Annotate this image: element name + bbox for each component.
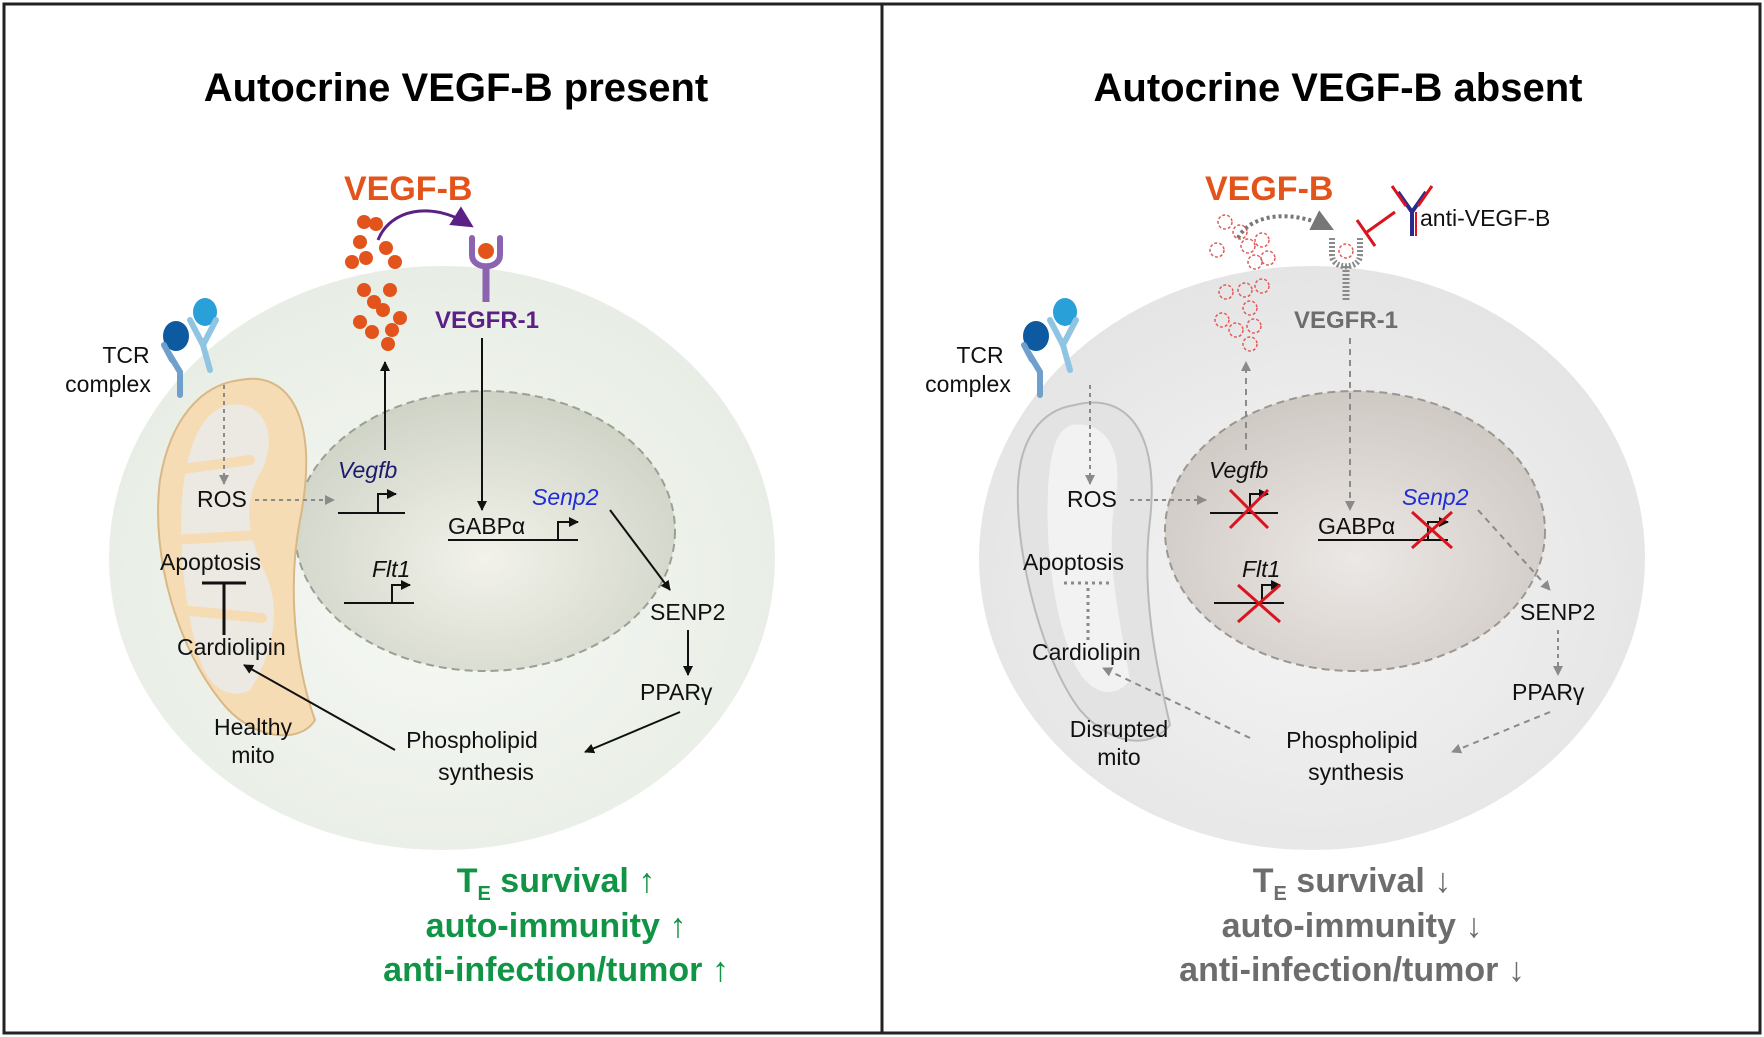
right-flt1-knockout-cross xyxy=(1237,583,1281,624)
left-vegfb-label: VEGF-B xyxy=(344,170,472,208)
right-gene-gabpa: GABPα xyxy=(1318,513,1395,539)
left-outcome-survival: TE survival ↑ xyxy=(457,862,656,905)
right-arrow-senp2-gene-protein xyxy=(1477,509,1551,591)
right-mito-label-2: mito xyxy=(1097,744,1140,770)
left-vegfb-promoter xyxy=(338,489,405,514)
right-flt1-promoter xyxy=(1214,580,1284,604)
left-tcr-label-1: TCR xyxy=(102,342,149,368)
anti-vegfb-inhibition xyxy=(1355,210,1396,247)
left-arrow-senp2-gene-protein xyxy=(609,509,671,591)
left-gene-gabpa: GABPα xyxy=(448,513,525,539)
right-tcr-label-2: complex xyxy=(925,371,1011,397)
right-outcome-infection: anti-infection/tumor ↓ xyxy=(1179,951,1525,989)
right-cardiolipin: Cardiolipin xyxy=(1032,639,1141,665)
right-phospho-2: synthesis xyxy=(1308,759,1404,785)
right-ppar: PPARγ xyxy=(1512,679,1585,705)
right-vegfb-particles-dashed xyxy=(1209,214,1276,352)
right-ros: ROS xyxy=(1067,486,1117,512)
left-gene-senp2: Senp2 xyxy=(532,484,599,510)
left-phospho-1: Phospholipid xyxy=(406,727,538,753)
left-mito-label-2: mito xyxy=(231,742,274,768)
right-arrow-ppar-phospho xyxy=(1451,711,1551,754)
right-gene-senp2: Senp2 xyxy=(1402,484,1469,510)
left-tcr-label-2: complex xyxy=(65,371,151,397)
left-ppar: PPARγ xyxy=(640,679,713,705)
right-senp2: SENP2 xyxy=(1520,599,1595,625)
right-senp2-knockout-cross xyxy=(1410,510,1454,550)
right-vegfb-secretion-arrow xyxy=(1236,210,1334,240)
panel-left: Autocrine VEGF-B present TCR complex VEG… xyxy=(65,66,775,989)
right-inhibition-cardiolipin-apoptosis xyxy=(1064,581,1112,640)
right-tcr-label-1: TCR xyxy=(956,342,1003,368)
right-mito-label-1: Disrupted xyxy=(1070,716,1168,742)
right-tcr-receptor-icon xyxy=(1021,298,1079,398)
left-cardiolipin: Cardiolipin xyxy=(177,634,286,660)
right-vegfb-knockout-cross xyxy=(1228,488,1270,530)
disrupted-mito xyxy=(1016,401,1172,742)
left-phospho-2: synthesis xyxy=(438,759,534,785)
anti-vegfb-antibody-icon xyxy=(1390,185,1434,236)
left-gene-vegfb: Vegfb xyxy=(338,457,397,483)
left-vegfb-secretion-arrow xyxy=(376,206,474,241)
right-gene-flt1: Flt1 xyxy=(1242,556,1280,582)
left-flt1-promoter xyxy=(344,580,414,604)
left-vegfr1-label: VEGFR-1 xyxy=(435,307,539,334)
left-apoptosis: Apoptosis xyxy=(160,549,261,575)
right-arrow-phospho-cardiolipin xyxy=(1102,667,1251,739)
left-mito-label-1: Healthy xyxy=(214,714,292,740)
anti-vegfb-label: anti-VEGF-B xyxy=(1420,205,1550,231)
left-ros: ROS xyxy=(197,486,247,512)
left-title: Autocrine VEGF-B present xyxy=(204,66,709,110)
right-phospho-1: Phospholipid xyxy=(1286,727,1418,753)
left-vegfr1-icon xyxy=(469,235,503,302)
left-arrow-ppar-phospho xyxy=(584,711,681,754)
left-tcr-receptor-icon xyxy=(161,298,219,398)
left-arrow-phospho-cardiolipin xyxy=(243,664,396,751)
right-title: Autocrine VEGF-B absent xyxy=(1094,66,1583,110)
left-senp2: SENP2 xyxy=(650,599,725,625)
left-outcome-infection: anti-infection/tumor ↑ xyxy=(383,951,729,989)
left-vegfb-particles xyxy=(345,215,407,351)
right-outcome-autoimmunity: auto-immunity ↓ xyxy=(1222,907,1483,945)
right-vegfr1-label: VEGFR-1 xyxy=(1294,307,1398,334)
right-vegfr1-icon xyxy=(1329,238,1363,302)
left-inhibition-cardiolipin-apoptosis xyxy=(202,581,246,635)
left-outcome-autoimmunity: auto-immunity ↑ xyxy=(426,907,687,945)
healthy-mito xyxy=(157,377,317,737)
right-outcome-survival: TE survival ↓ xyxy=(1253,862,1452,905)
right-apoptosis: Apoptosis xyxy=(1023,549,1124,575)
panel-right: Autocrine VEGF-B absent TCR complex VEGF… xyxy=(925,66,1645,989)
left-gabpa-promoter xyxy=(448,517,579,541)
right-gene-vegfb: Vegfb xyxy=(1209,457,1268,483)
right-vegfb-label: VEGF-B xyxy=(1205,170,1333,208)
left-gene-flt1: Flt1 xyxy=(372,556,410,582)
